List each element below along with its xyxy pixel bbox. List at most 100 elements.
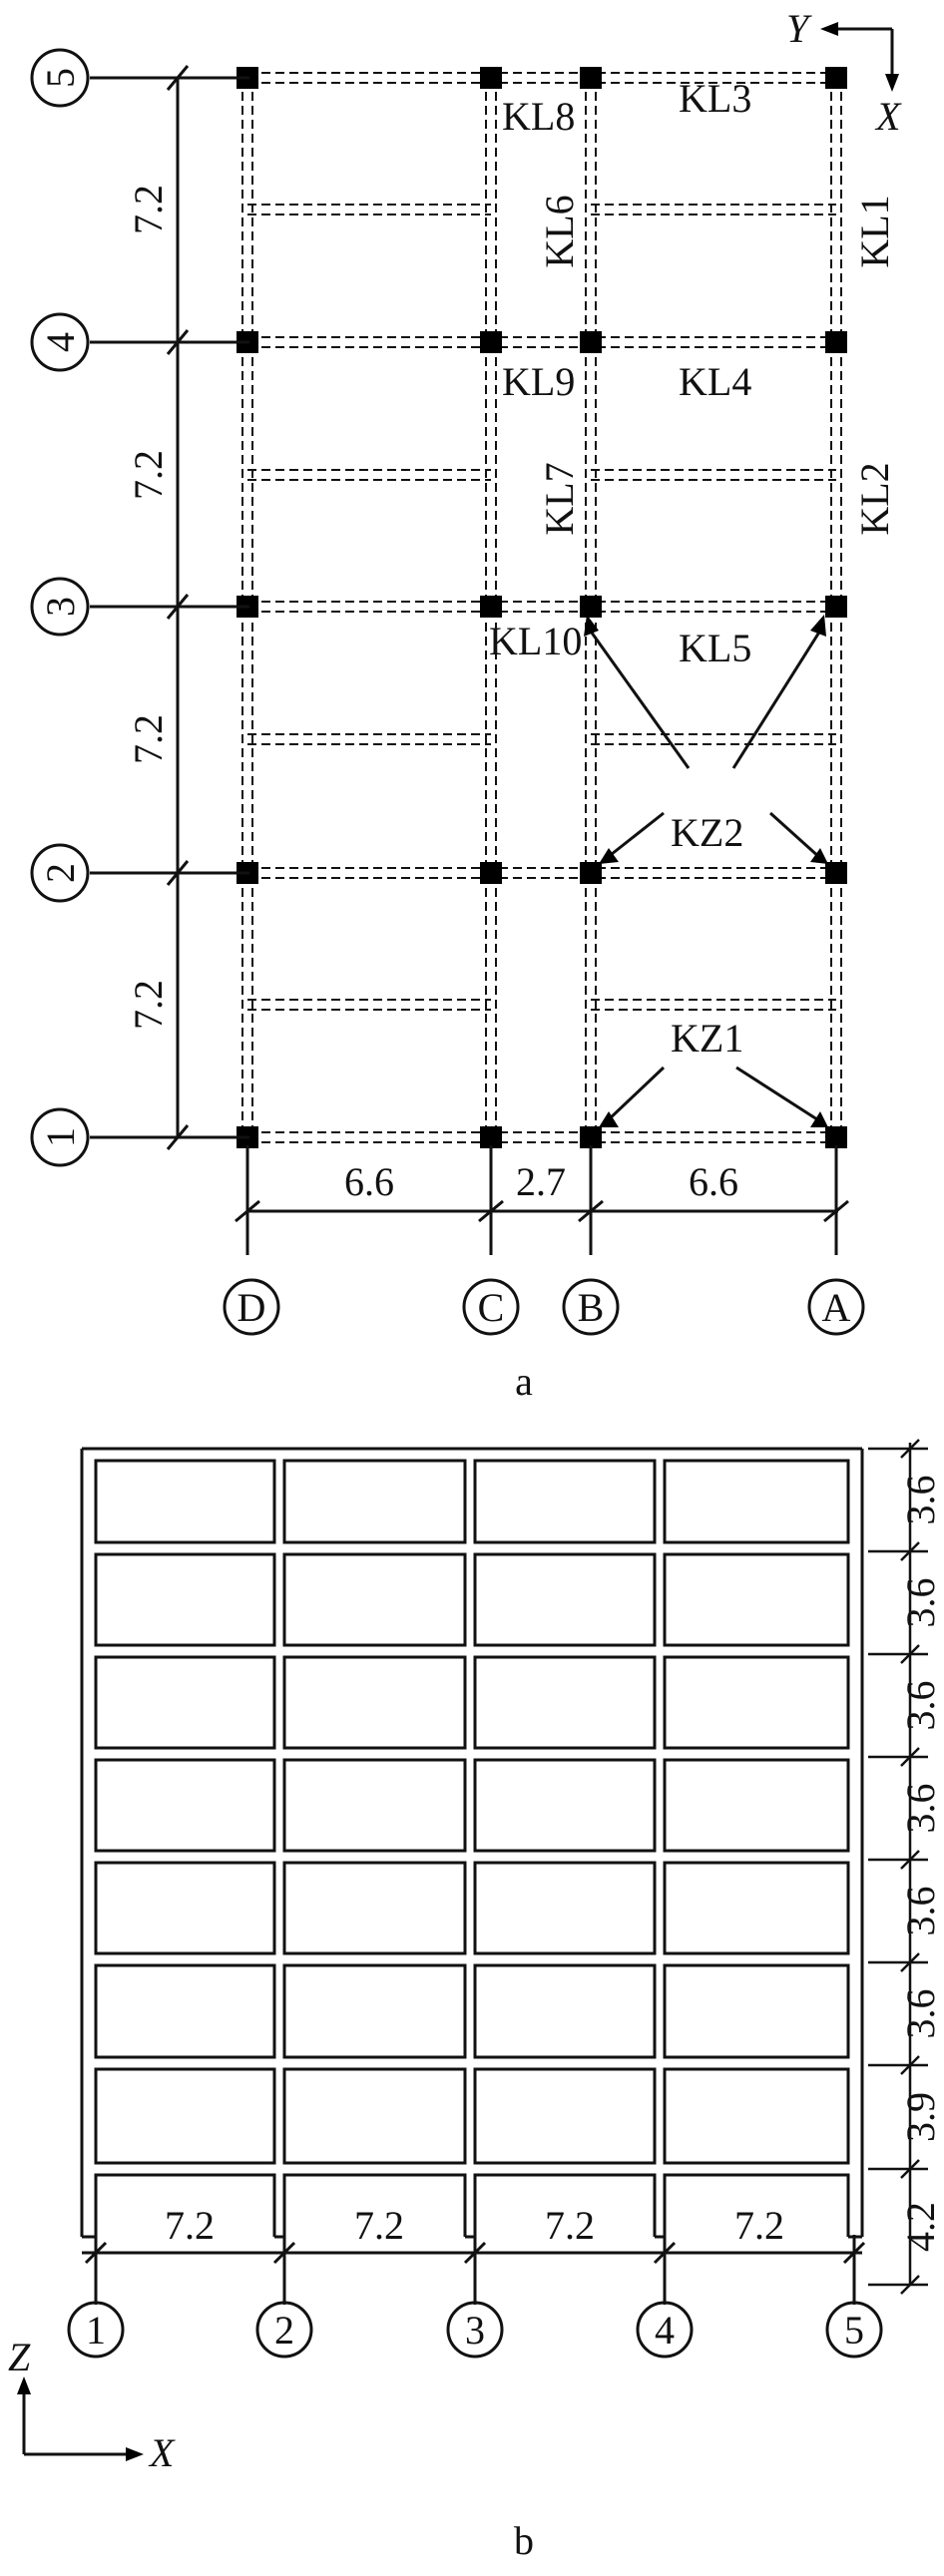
- storey-height-5: 3.6: [898, 1887, 943, 1936]
- row-spacing-3: 7.2: [126, 714, 171, 764]
- row-label-1: 1: [38, 1127, 83, 1147]
- bay-opening-3-1: [282, 1758, 467, 1853]
- beam-label-kl6: KL6: [537, 195, 582, 267]
- bay-opening-0-3: [663, 1459, 850, 1544]
- storey-height-4: 3.6: [898, 1784, 943, 1834]
- storey-height-2: 3.6: [898, 1578, 943, 1628]
- bay-opening-3-3: [663, 1758, 850, 1853]
- ground-bay-opening-2: [473, 2173, 657, 2237]
- storey-slash-2: [900, 1644, 920, 1664]
- bay-opening-3-2: [473, 1758, 657, 1853]
- bay-opening-4-3: [663, 1861, 850, 1955]
- col-bubble-a: [807, 1278, 865, 1336]
- storey-height-7: 3.9: [898, 2092, 943, 2142]
- column-axis-bubbles: [223, 1278, 865, 1336]
- storey-dimension-line: [868, 1439, 928, 2295]
- column-square-0-2: [580, 67, 602, 89]
- plan-columns: [236, 67, 847, 1148]
- column-axis-labels: D C B A: [237, 1285, 851, 1330]
- bay-opening-2-3: [663, 1655, 850, 1750]
- bay-opening-1-1: [282, 1552, 467, 1647]
- col-spacing-cb: 2.7: [516, 1159, 566, 1204]
- bay-opening-5-3: [663, 1963, 850, 2059]
- storey-slash-0: [900, 1439, 920, 1459]
- storey-slash-4: [900, 1850, 920, 1870]
- storey-slash-1: [900, 1541, 920, 1561]
- storey-slash-6: [900, 2055, 920, 2075]
- bay-opening-0-1: [282, 1459, 467, 1544]
- elevation-axis-x-label: X: [148, 2430, 176, 2475]
- bay-label-5: 5: [844, 2308, 864, 2353]
- row-bubble-5: [30, 48, 90, 108]
- bay-opening-0-0: [94, 1459, 276, 1544]
- column-square-4-1: [480, 1126, 502, 1148]
- beam-label-kl2: KL2: [852, 462, 897, 535]
- bay-axis-labels: 1 2 3 4 5: [86, 2308, 864, 2353]
- storey-height-1: 3.6: [898, 1476, 943, 1525]
- bay-opening-6-0: [94, 2067, 276, 2165]
- bay-spacing-2: 7.2: [354, 2203, 404, 2248]
- bay-opening-6-2: [473, 2067, 657, 2165]
- row-bubble-3: [30, 577, 90, 637]
- ground-bay-opening-3: [663, 2173, 850, 2237]
- column-square-0-1: [480, 67, 502, 89]
- column-square-3-2: [580, 862, 602, 884]
- bay-opening-6-1: [282, 2067, 467, 2165]
- storey-slash-8: [900, 2275, 920, 2295]
- row-spacing-1: 7.2: [126, 185, 171, 234]
- col-label-d: D: [237, 1285, 266, 1330]
- column-square-2-3: [825, 596, 847, 618]
- storey-height-8: 4.2: [898, 2202, 943, 2252]
- row-axis-labels: 5 4 3 2 1: [38, 68, 83, 1147]
- bay-opening-4-2: [473, 1861, 657, 1955]
- bay-opening-1-0: [94, 1552, 276, 1647]
- beam-label-kl4: KL4: [679, 359, 751, 404]
- bay-opening-5-0: [94, 1963, 276, 2059]
- storey-slash-7: [900, 2159, 920, 2179]
- plan-axis-y-label: Y: [786, 6, 812, 51]
- storey-height-6: 3.6: [898, 1989, 943, 2039]
- bay-spacing-labels: 7.2 7.2 7.2 7.2: [165, 2203, 784, 2248]
- bay-label-2: 2: [274, 2308, 294, 2353]
- column-square-0-3: [825, 67, 847, 89]
- row-label-5: 5: [38, 68, 83, 88]
- col-bubble-c: [462, 1278, 520, 1336]
- bay-opening-5-2: [473, 1963, 657, 2059]
- col-bubble-d: [223, 1278, 280, 1336]
- col-label-a: A: [822, 1285, 851, 1330]
- bay-opening-3-0: [94, 1758, 276, 1853]
- bay-spacing-1: 7.2: [165, 2203, 215, 2248]
- row-label-2: 2: [38, 863, 83, 883]
- bay-opening-2-2: [473, 1655, 657, 1750]
- row-label-4: 4: [38, 332, 83, 352]
- row-spacing-labels: 7.2 7.2 7.2 7.2: [126, 185, 171, 1030]
- bay-label-3: 3: [465, 2308, 485, 2353]
- column-square-2-1: [480, 596, 502, 618]
- storey-height-3: 3.6: [898, 1681, 943, 1731]
- bay-opening-2-1: [282, 1655, 467, 1750]
- plan-caption: a: [515, 1359, 533, 1404]
- elevation-axis-z-label: Z: [8, 2335, 31, 2379]
- ground-bay-opening-0: [94, 2173, 276, 2237]
- column-square-1-1: [480, 331, 502, 353]
- plan-axis-arrowheads: [820, 22, 899, 92]
- bay-bubble-4: [636, 2301, 694, 2359]
- beam-label-kl9: KL9: [502, 359, 575, 404]
- bay-axis-bubbles: [67, 2301, 883, 2359]
- plan-vertical-beams: [241, 78, 842, 1137]
- bay-bubble-2: [255, 2301, 313, 2359]
- col-bubble-b: [562, 1278, 620, 1336]
- bay-bubble-1: [67, 2301, 125, 2359]
- elevation-caption: b: [514, 2518, 534, 2563]
- col-spacing-dc: 6.6: [344, 1159, 394, 1204]
- plan-axis-x-label: X: [874, 94, 902, 139]
- column-label-kz1: KZ1: [671, 1016, 743, 1061]
- bay-spacing-4: 7.2: [734, 2203, 784, 2248]
- column-square-3-3: [825, 862, 847, 884]
- col-spacing-ba: 6.6: [689, 1159, 738, 1204]
- row-dimension-line: [90, 65, 249, 1150]
- row-bubble-2: [30, 843, 90, 903]
- bay-dimension-line: [82, 2235, 866, 2305]
- column-spacing-labels: 6.6 2.7 6.6: [344, 1159, 738, 1204]
- bay-opening-2-0: [94, 1655, 276, 1750]
